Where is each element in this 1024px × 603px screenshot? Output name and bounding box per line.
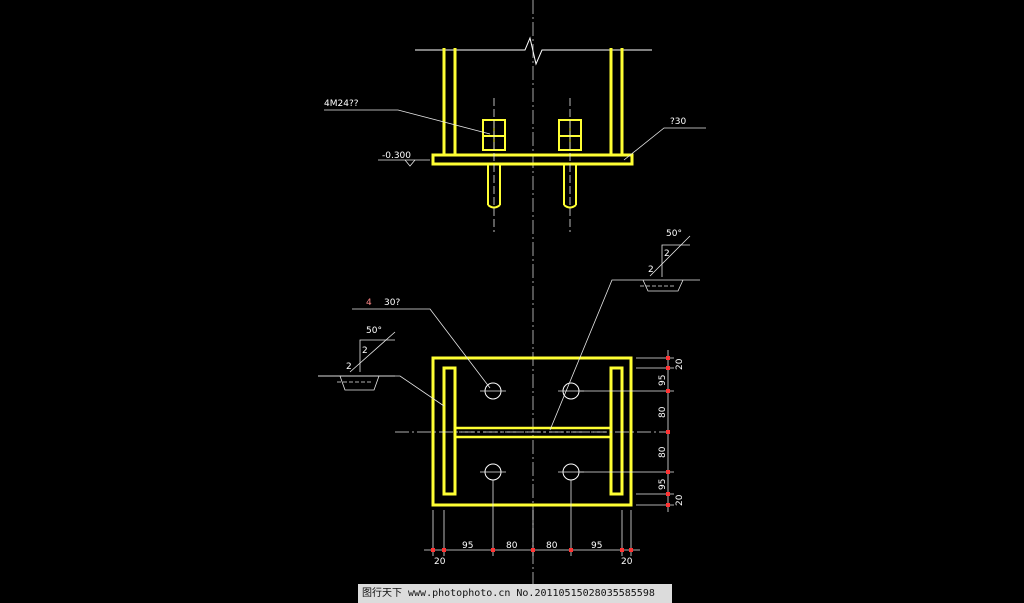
dim-right-6: 20 [675, 494, 685, 506]
bolt-holes [480, 382, 584, 481]
weld-leg-left: 2 [362, 346, 368, 356]
dim-bottom-1: 20 [434, 557, 446, 567]
dim-bottom-2: 95 [462, 541, 473, 551]
anchor-bolt-right [558, 98, 582, 232]
dimension-chain-right [580, 350, 674, 512]
dim-right-4: 80 [658, 446, 668, 458]
break-line [415, 36, 652, 66]
base-plate-plan [431, 356, 633, 507]
dim-right-1: 20 [675, 358, 685, 370]
column-flange-left [442, 366, 457, 496]
dim-bottom-4: 80 [546, 541, 558, 551]
column-flange-right [609, 366, 624, 496]
weld-leg-top: 2 [664, 249, 670, 259]
plate-thickness-label: ?30 [670, 117, 687, 127]
elevation-label: -0.300 [382, 151, 411, 161]
hole-callout: 30? [384, 298, 400, 308]
dim-bottom-5: 95 [591, 541, 602, 551]
dim-right-5: 95 [658, 479, 668, 490]
elevation-view [324, 36, 706, 232]
dim-right-3: 80 [658, 406, 668, 418]
dim-bottom-3: 80 [506, 541, 518, 551]
anchor-bolt-left [482, 98, 506, 232]
plan-view [318, 235, 700, 507]
watermark-bar: 图行天下 www.photophoto.cn No.20110515028035… [358, 584, 672, 603]
weld-leg-left-2: 2 [346, 362, 352, 372]
dim-right-2: 95 [658, 375, 668, 386]
weld-leg-top-2: 2 [648, 265, 654, 275]
hole-callout-prefix: 4 [366, 298, 372, 308]
bolt-callout: 4M24?? [324, 99, 359, 109]
dim-bottom-6: 20 [621, 557, 633, 567]
weld-size-top: 50° [666, 229, 682, 239]
watermark-text: 图行天下 www.photophoto.cn No.20110515028035… [362, 588, 655, 599]
weld-size-left: 50° [366, 326, 382, 336]
base-plate-elevation [431, 153, 634, 166]
dimension-chain-bottom [424, 480, 640, 556]
